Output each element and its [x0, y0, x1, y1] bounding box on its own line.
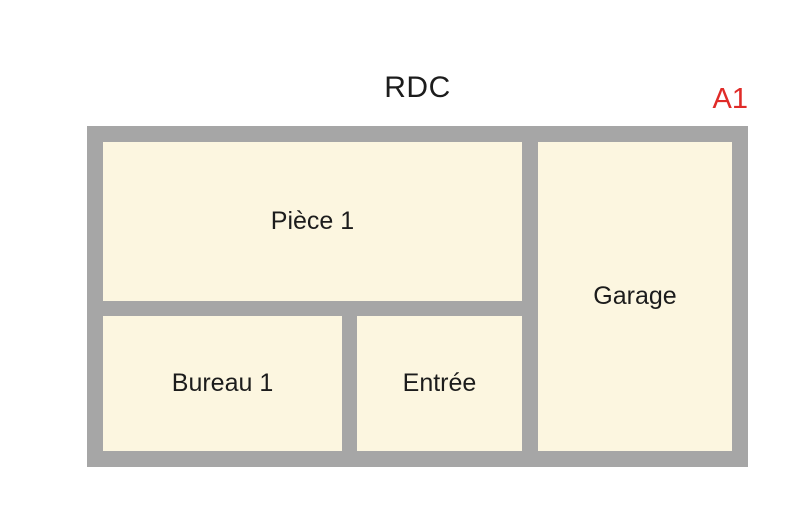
room-entree: Entrée [357, 316, 522, 451]
floorplan: Pièce 1 Bureau 1 Entrée Garage [87, 126, 748, 467]
room-garage: Garage [538, 142, 732, 451]
room-label: Entrée [402, 369, 477, 397]
plan-annotation: A1 [712, 83, 748, 115]
room-bureau-1: Bureau 1 [103, 316, 342, 451]
room-piece-1: Pièce 1 [103, 142, 522, 301]
room-label: Pièce 1 [270, 207, 355, 235]
floor-title: RDC [384, 71, 451, 104]
room-label: Garage [593, 282, 677, 310]
room-label: Bureau 1 [171, 369, 274, 397]
